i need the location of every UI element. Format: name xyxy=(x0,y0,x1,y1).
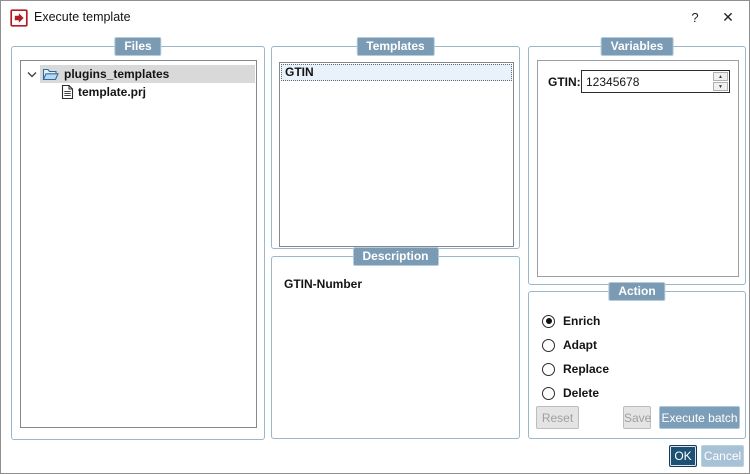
execute-template-icon xyxy=(10,9,28,27)
description-group: Description GTIN-Number xyxy=(271,247,520,439)
files-group-label: Files xyxy=(114,37,162,56)
radio-enrich[interactable]: Enrich xyxy=(542,313,600,329)
close-icon[interactable]: ✕ xyxy=(722,9,734,25)
gtin-value[interactable]: 12345678 xyxy=(586,75,640,89)
radio-label: Replace xyxy=(563,362,610,376)
radio-replace[interactable]: Replace xyxy=(542,361,609,377)
cancel-button[interactable]: Cancel xyxy=(701,445,744,467)
window-title: Execute template xyxy=(34,10,131,24)
files-group: Files plugins_templates xyxy=(11,37,265,440)
help-button[interactable]: ? xyxy=(691,10,699,25)
list-item-gtin[interactable]: GTIN xyxy=(281,64,512,81)
reset-button[interactable]: Reset xyxy=(536,406,579,429)
folder-open-icon xyxy=(42,68,59,81)
tree-item-label: plugins_templates xyxy=(64,67,170,81)
variables-group-label: Variables xyxy=(600,37,674,56)
radio-label: Delete xyxy=(563,386,600,400)
radio-delete[interactable]: Delete xyxy=(542,385,599,401)
chevron-down-icon[interactable] xyxy=(27,71,40,78)
radio-label: Adapt xyxy=(563,338,597,352)
radio-icon[interactable] xyxy=(542,362,555,376)
title-bar: Execute template ? ✕ xyxy=(1,1,749,35)
tree-selection[interactable]: plugins_templates xyxy=(40,65,255,83)
file-icon xyxy=(61,84,74,100)
radio-selected-icon[interactable] xyxy=(542,314,555,328)
spin-up-icon[interactable]: ▲ xyxy=(713,72,728,81)
save-button[interactable]: Save xyxy=(623,406,651,429)
variables-group: Variables GTIN: 12345678 ▲ ▼ xyxy=(528,37,746,285)
action-group: Action Enrich Adapt Replace Delete Reset… xyxy=(528,282,746,439)
description-text: GTIN-Number xyxy=(284,277,362,291)
spin-down-icon[interactable]: ▼ xyxy=(713,82,728,91)
templates-group-label: Templates xyxy=(356,37,435,56)
templates-list[interactable]: GTIN xyxy=(279,62,514,247)
tree-row-plugins-templates[interactable]: plugins_templates xyxy=(21,65,256,83)
templates-group: Templates GTIN xyxy=(271,37,520,249)
radio-label: Enrich xyxy=(563,314,601,328)
tree-item-label: template.prj xyxy=(78,85,147,99)
radio-icon[interactable] xyxy=(542,338,555,352)
spinner-buttons: ▲ ▼ xyxy=(713,72,728,91)
execute-batch-button[interactable]: Execute batch xyxy=(659,406,740,429)
gtin-field-label: GTIN: xyxy=(548,75,581,89)
gtin-spinbox[interactable]: 12345678 ▲ ▼ xyxy=(581,70,730,93)
variables-panel: GTIN: 12345678 ▲ ▼ xyxy=(537,60,739,277)
radio-adapt[interactable]: Adapt xyxy=(542,337,597,353)
radio-icon[interactable] xyxy=(542,386,555,400)
files-tree[interactable]: plugins_templates template.prj xyxy=(20,60,257,428)
action-group-label: Action xyxy=(608,282,666,301)
ok-button[interactable]: OK xyxy=(669,445,697,467)
tree-row-template-prj[interactable]: template.prj xyxy=(21,83,256,101)
description-group-label: Description xyxy=(352,247,439,266)
